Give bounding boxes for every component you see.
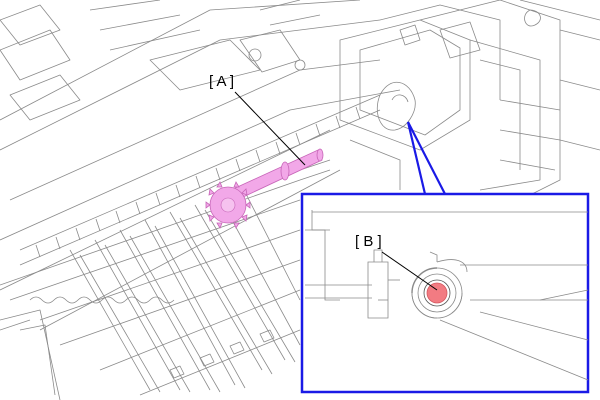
rail-ribs: [35, 106, 361, 258]
gear-icon: [205, 181, 251, 229]
zoom-inset: [300, 192, 590, 394]
zoom-connector: [406, 121, 446, 195]
leader-lines: [234, 91, 438, 291]
leader-line-b: [381, 251, 438, 291]
shaft-gear-part-a: [205, 148, 324, 229]
callout-label-b: [ B ]: [355, 233, 382, 250]
callout-label-a: [ A ]: [209, 73, 234, 90]
leader-line-a: [234, 91, 306, 166]
hook-part: [376, 82, 416, 131]
contact-point-b: [426, 282, 448, 304]
inset-line-art: [305, 210, 589, 381]
